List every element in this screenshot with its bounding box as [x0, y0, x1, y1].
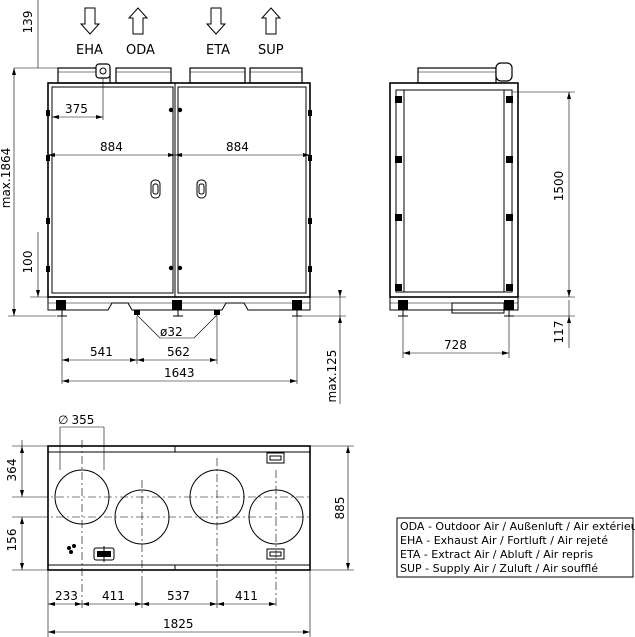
dim-max-1864: max.1864	[0, 148, 13, 209]
dim-100: 100	[21, 251, 35, 274]
dim-156: 156	[5, 529, 19, 552]
spigot-sup	[249, 67, 303, 84]
label-eta: ETA	[206, 43, 230, 58]
dim-117: 117	[552, 321, 566, 344]
dim-1825: 1825	[163, 617, 194, 631]
dim-355-symbol: ∅	[58, 413, 68, 427]
legend-eha: EHA - Exhaust Air / Fortluft / Air rejet…	[400, 534, 608, 547]
dim-max-125: max.125	[325, 350, 339, 403]
top-hatch-upper	[266, 452, 285, 464]
door-right	[177, 86, 307, 294]
casing-front	[47, 82, 311, 298]
dim-884-left: 884	[100, 140, 123, 154]
handle-right	[196, 179, 207, 199]
duct-sup	[248, 489, 304, 545]
dim-537: 537	[167, 589, 190, 603]
arrow-sup-up	[260, 7, 282, 35]
duct-oda	[114, 489, 170, 545]
dim-411-a: 411	[102, 589, 125, 603]
handle-left	[150, 179, 161, 199]
legend-oda: ODA - Outdoor Air / Außenluft / Air exté…	[400, 520, 635, 533]
legend-eta: ETA - Extract Air / Abluft / Air repris	[400, 548, 593, 561]
duct-eta	[189, 469, 245, 525]
arrow-eta-down	[205, 7, 227, 35]
arrow-oda-up	[127, 7, 149, 35]
duct-eha	[54, 469, 110, 525]
arrow-eha-down	[79, 7, 101, 35]
dim-541: 541	[90, 345, 113, 359]
dim-884-right: 884	[226, 140, 249, 154]
casing-side	[389, 82, 519, 298]
dim-364: 364	[5, 459, 19, 482]
top-hatch-lower	[266, 548, 285, 560]
door-left	[51, 86, 174, 294]
label-eha: EHA	[76, 43, 103, 58]
legend: ODA - Outdoor Air / Außenluft / Air exté…	[396, 517, 635, 578]
casing-top	[47, 445, 311, 571]
dim-233: 233	[55, 589, 78, 603]
drain-connector	[95, 63, 111, 79]
spigot-eta	[189, 67, 246, 84]
fan-symbol	[67, 544, 76, 554]
dim-728: 728	[444, 338, 467, 352]
dim-139: 139	[21, 11, 35, 34]
dim-355: ∅355	[58, 413, 94, 427]
front-view: 139 max.1864 375 884 884 100 ø32	[0, 0, 346, 404]
dim-885: 885	[333, 497, 347, 520]
dim-diameter-32: ø32	[160, 325, 183, 339]
label-oda: ODA	[126, 43, 155, 58]
side-spigot	[417, 67, 497, 84]
legend-box	[396, 517, 634, 578]
top-view: ∅355 364 156 885 233	[5, 413, 354, 637]
dim-375: 375	[65, 102, 88, 116]
side-view: 1500 117 728	[389, 62, 575, 358]
label-sup: SUP	[258, 43, 284, 58]
legend-sup: SUP - Supply Air / Zuluft / Air soufflé	[400, 562, 598, 575]
dim-562: 562	[167, 345, 190, 359]
dim-411-b: 411	[235, 589, 258, 603]
dim-1643: 1643	[164, 366, 195, 380]
spigot-oda	[115, 67, 172, 84]
dim-1500: 1500	[552, 171, 566, 202]
side-connector	[495, 62, 513, 82]
